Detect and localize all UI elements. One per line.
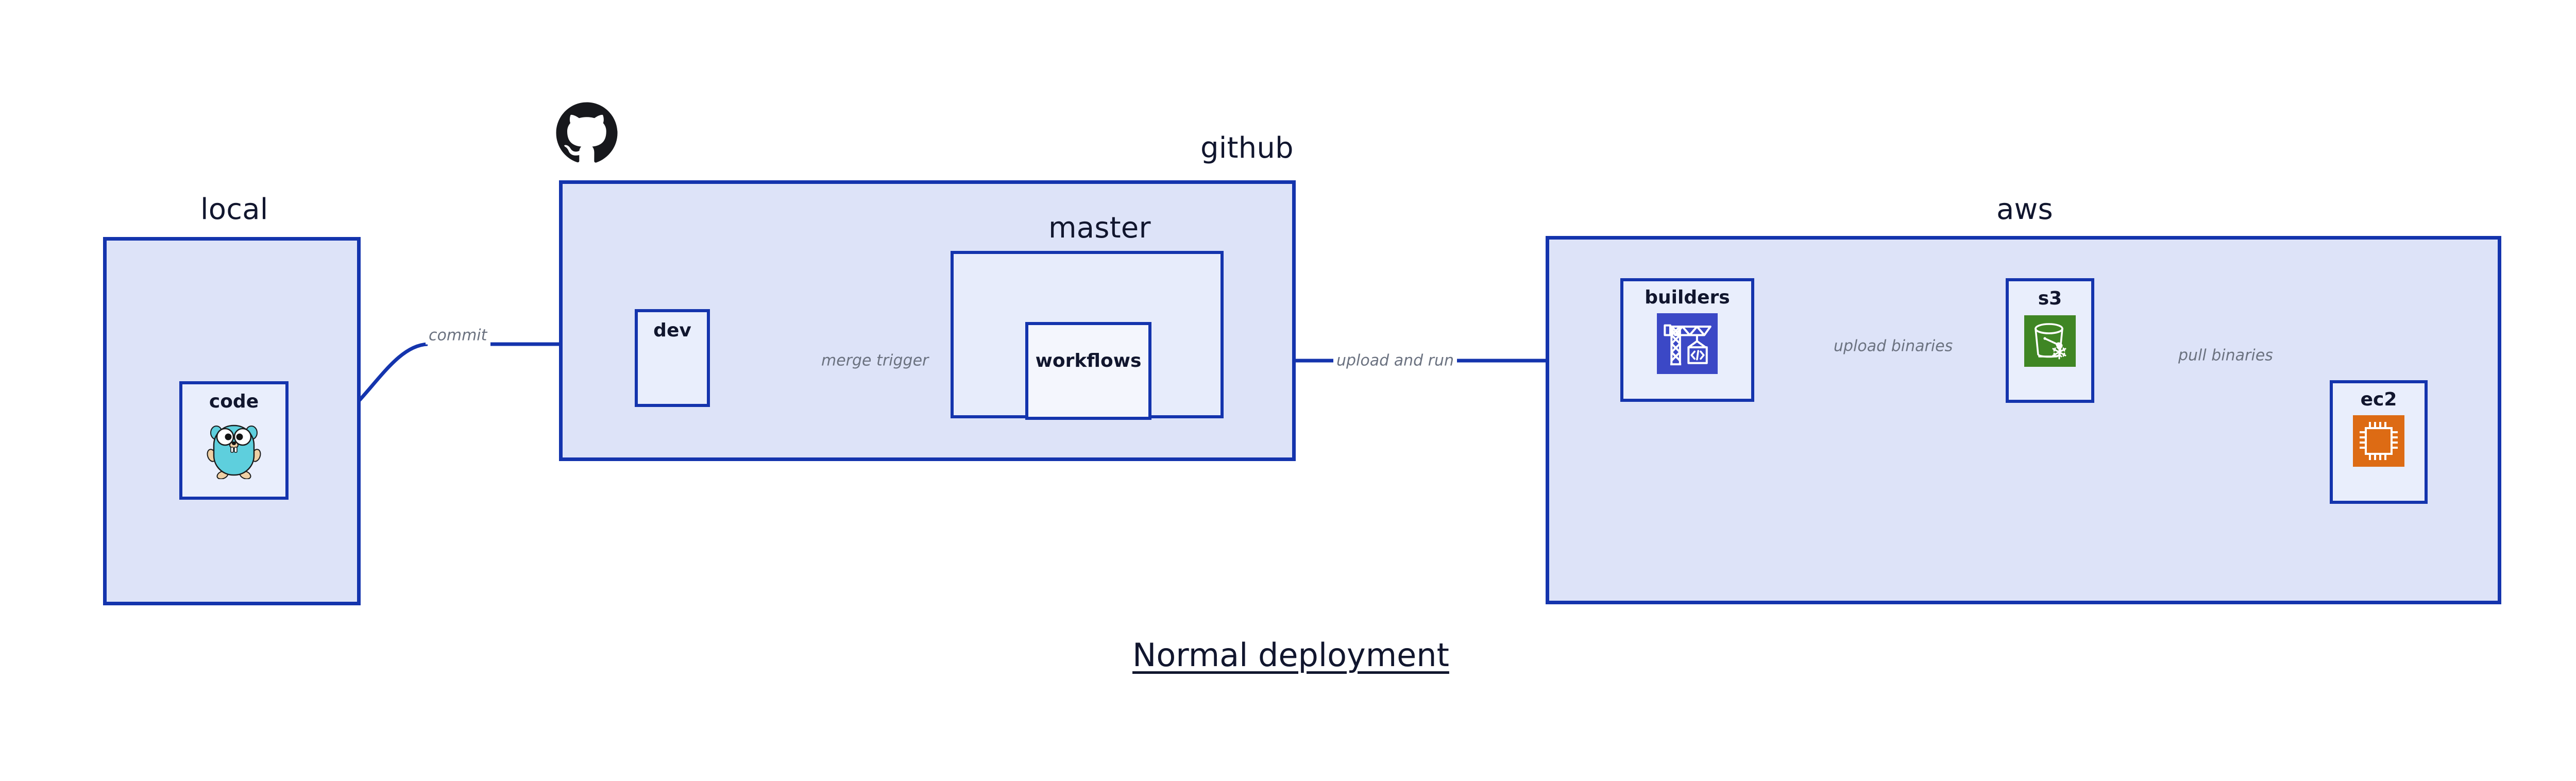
aws-ec2-chip-icon: [2353, 415, 2404, 469]
github-octocat-logo: [555, 101, 619, 167]
edge-label-merge-trigger: merge trigger: [818, 351, 932, 370]
aws-s3-bucket-icon: [2024, 315, 2076, 369]
edge-label-pull-binaries: pull binaries: [2175, 346, 2276, 365]
node-s3-label: s3: [2038, 288, 2062, 309]
node-ec2[interactable]: ec2: [2330, 380, 2428, 504]
go-gopher-icon: [206, 418, 262, 482]
node-builders-label: builders: [1645, 287, 1730, 308]
group-label-master: master: [1048, 211, 1151, 245]
node-builders[interactable]: builders: [1620, 278, 1754, 402]
node-code-label: code: [209, 391, 259, 412]
node-code[interactable]: code: [179, 381, 289, 500]
edge-label-commit: commit: [426, 326, 490, 345]
node-ec2-label: ec2: [2360, 389, 2397, 410]
aws-codebuild-crane-icon: [1657, 313, 1718, 377]
node-dev[interactable]: dev: [635, 309, 710, 407]
node-workflows[interactable]: workflows: [1025, 322, 1151, 420]
edge-label-upload-and-run: upload and run: [1333, 351, 1458, 370]
node-workflows-label: workflows: [1035, 350, 1142, 371]
diagram-title: Normal deployment: [1132, 636, 1449, 674]
group-label-github: github: [1200, 131, 1294, 165]
node-dev-label: dev: [653, 320, 691, 341]
node-s3[interactable]: s3: [2006, 278, 2094, 403]
edge-label-upload-binaries: upload binaries: [1831, 337, 1956, 355]
group-label-local: local: [200, 193, 268, 226]
group-label-aws: aws: [1996, 193, 2053, 226]
